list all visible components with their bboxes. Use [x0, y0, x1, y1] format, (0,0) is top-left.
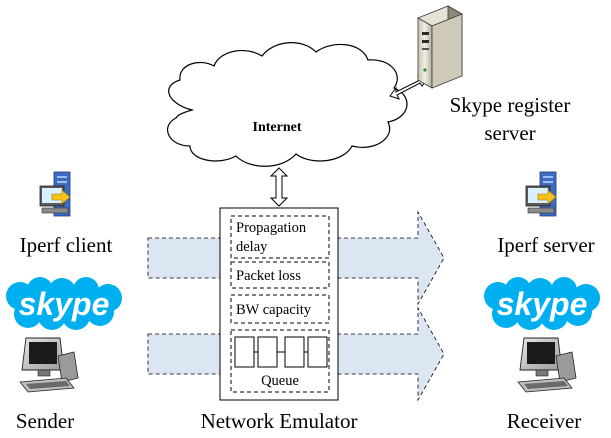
cloud-emulator-link [269, 167, 289, 207]
receiver-computer-icon [517, 337, 577, 393]
packet-loss-label: Packet loss [236, 268, 301, 284]
queue-cell [307, 336, 328, 368]
cloud-shape [167, 42, 408, 167]
packet-loss-block [230, 261, 330, 289]
queue-cell [257, 336, 278, 368]
register-server-label-2: server [484, 121, 535, 145]
sender-label: Sender [16, 409, 74, 433]
iperf-client-computer-icon [39, 171, 71, 217]
bw-capacity-label: BW capacity [236, 302, 312, 318]
register-server-label-1: Skype register [450, 93, 571, 117]
iperf-server-label: Iperf server [497, 233, 594, 257]
sender-computer-icon [19, 337, 79, 393]
sender-skype-text: skype [19, 286, 110, 322]
propagation-delay-label-2: delay [236, 239, 268, 255]
network-emulator-label: Network Emulator [201, 409, 358, 433]
internet-cloud: Internet [167, 42, 408, 167]
iperf-server-computer-icon [525, 171, 557, 217]
receiver-skype-logo: skype [484, 277, 600, 330]
register-server-icon [417, 5, 463, 89]
queue-cell [234, 336, 255, 368]
queue-cell [284, 336, 305, 368]
network-emulator: Propagation delay Packet loss BW capacit… [219, 207, 339, 401]
bw-capacity-block [230, 294, 330, 324]
queue-label: Queue [261, 373, 299, 389]
propagation-delay-label-1: Propagation [236, 220, 307, 236]
iperf-client-label: Iperf client [20, 233, 113, 257]
sender-skype-logo: skype [6, 277, 122, 330]
propagation-delay-block [230, 215, 330, 259]
queue-cells [234, 336, 328, 368]
receiver-label: Receiver [507, 409, 582, 433]
receiver-skype-text: skype [497, 286, 588, 322]
internet-label: Internet [253, 120, 302, 135]
